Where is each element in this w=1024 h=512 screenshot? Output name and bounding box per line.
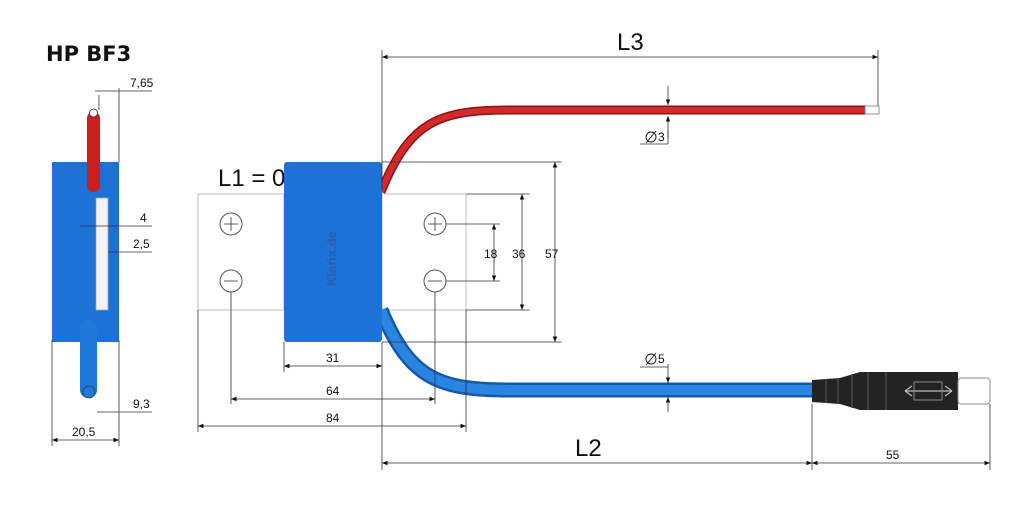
red-diameter-callout [640,86,671,145]
dim-20-5: 20,5 [72,425,96,439]
label-l2: L2 [575,435,602,462]
dim-64: 64 [326,384,340,398]
dim-57: 57 [545,247,559,261]
dim-diameter-red: 3 [658,130,665,144]
drawing-title: HP BF3 [46,42,131,66]
red-wire-tip [864,105,880,115]
red-wire-shadow [376,105,865,194]
horizontal-dimensions [197,292,467,432]
blue-wire-end-icon [82,385,96,399]
side-view-red-wire [87,112,100,192]
dim-7-65: 7,65 [130,76,154,90]
brand-label: Klarix.de [324,231,339,286]
sensor-body [284,162,382,342]
blue-wire [376,308,815,395]
dim-55: 55 [886,448,900,462]
dim-4: 4 [140,211,147,225]
dim-2-5: 2,5 [133,237,150,251]
blue-diameter-callout [640,364,671,412]
side-view-slot [95,197,109,311]
side-view-dimensions [51,88,152,446]
diameter-icon [645,353,657,365]
dim-9-3: 9,3 [133,397,150,411]
dim-36: 36 [512,247,526,261]
connector-plug [812,372,991,410]
red-wire-end-icon [89,108,98,118]
label-l3: L3 [617,29,644,56]
side-view-blue-wire [80,320,97,398]
diameter-icon [645,131,657,143]
l2-dimension [381,342,991,470]
dim-84: 84 [326,411,340,425]
dim-diameter-blue: 5 [658,352,665,366]
right-mounting-tab [381,193,467,311]
diameter-icon-slash [645,352,657,366]
label-l1: L1 = 0 [218,165,285,192]
vertical-dimensions [382,161,562,343]
diameter-icon-slash [645,130,657,144]
dim-31: 31 [326,351,340,365]
left-mounting-tab [197,193,285,311]
red-wire [378,107,865,194]
l3-dimension [381,50,879,190]
dim-18: 18 [484,247,498,261]
